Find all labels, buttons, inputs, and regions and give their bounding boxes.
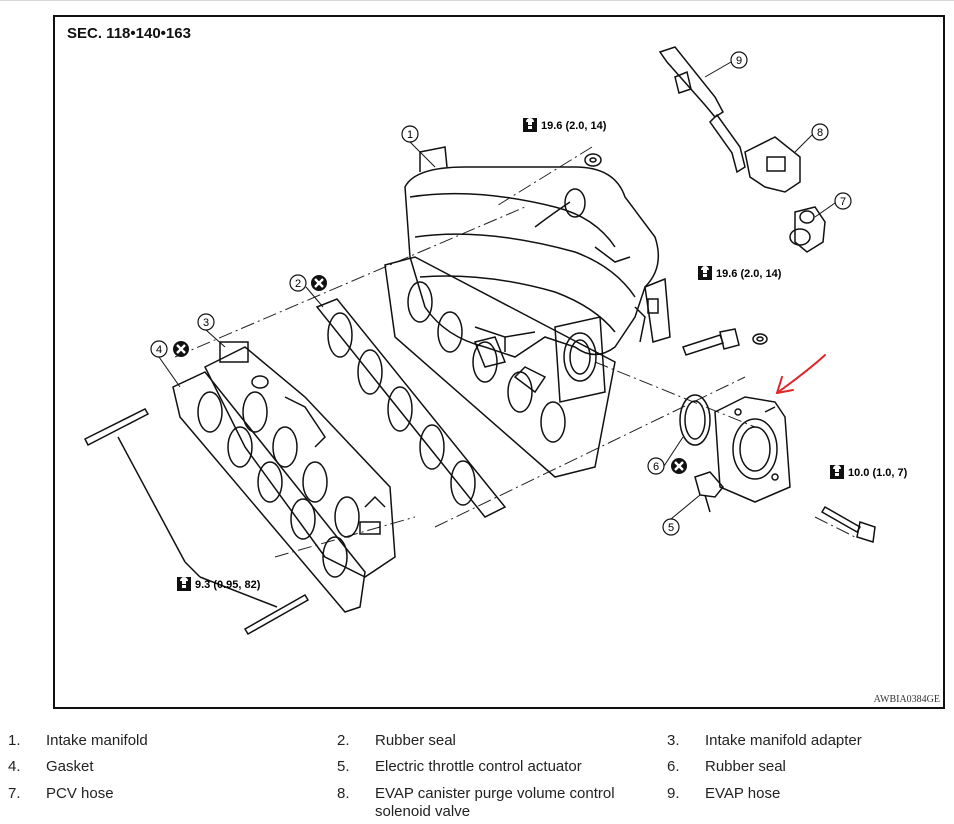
callout-label: 9 (736, 55, 742, 67)
legend-number: 3. (667, 732, 680, 749)
legend-item: 7. PCV hose (8, 785, 114, 803)
callout-2: 2 (289, 274, 307, 292)
legend-label: Gasket (46, 758, 94, 775)
exploded-view-diagram: SEC. 118•140•163 (53, 15, 945, 709)
legend-item: 9. EVAP hose (667, 785, 780, 803)
torque-label-4: 9.3 (0.95, 82) (195, 579, 261, 591)
callout-label: 4 (156, 344, 162, 356)
no-reuse-icon (171, 339, 191, 359)
callout-label: 1 (407, 129, 413, 141)
torque-label-3: 10.0 (1.0, 7) (848, 467, 908, 479)
callout-label: 7 (840, 196, 846, 208)
intake-manifold-drawing (384, 146, 671, 478)
legend-number: 1. (8, 732, 21, 749)
callout-1: 1 (401, 125, 419, 143)
adapter-drawing (203, 341, 396, 578)
top-divider (0, 0, 954, 1)
legend-item: 3. Intake manifold adapter (667, 732, 862, 750)
legend-item: 1. Intake manifold (8, 732, 148, 750)
alignment-lines (174, 146, 856, 558)
rubber-seal-6-drawing (679, 394, 711, 446)
no-reuse-icon (669, 456, 689, 476)
legend-item: 2. Rubber seal (337, 732, 456, 750)
legend-number: 6. (667, 758, 680, 775)
torque-wrench-icon (698, 266, 712, 280)
legend-label: EVAP hose (705, 785, 781, 802)
legend-number: 2. (337, 732, 350, 749)
callout-label: 6 (653, 461, 659, 473)
callouts: 1 2 3 4 5 6 7 8 9 (150, 51, 852, 536)
rubber-seal-2-drawing (315, 298, 507, 518)
legend-label: Rubber seal (705, 758, 786, 775)
torque-wrench-icon (523, 118, 537, 132)
callout-label: 5 (668, 522, 674, 534)
gasket-drawing (172, 371, 366, 613)
torque-label-1: 19.6 (2.0, 14) (541, 120, 607, 132)
legend-item: 5. Electric throttle control actuator (337, 758, 582, 776)
bolt-10-drawing (820, 505, 876, 543)
figure-code: AWBIA0384GE (873, 694, 940, 705)
legend-label: PCV hose (46, 785, 114, 802)
legend-number: 5. (337, 758, 350, 775)
torque-labels: 19.6 (2.0, 14) 19.6 (2.0, 14) 10.0 (1.0,… (177, 118, 908, 591)
throttle-actuator-drawing (694, 396, 791, 513)
no-reuse-icon (309, 273, 329, 293)
legend-label: Intake manifold (46, 732, 148, 749)
evap-parts-drawing (658, 46, 826, 253)
legend-item: 8. EVAP canister purge volume control so… (337, 785, 637, 821)
legend-label: Rubber seal (375, 732, 456, 749)
torque-wrench-icon (830, 465, 844, 479)
legend-item: 6. Rubber seal (667, 758, 786, 776)
legend-number: 8. (337, 785, 350, 802)
studs-drawing (83, 408, 310, 636)
legend-label: EVAP canister purge volume control solen… (375, 785, 615, 820)
legend-number: 4. (8, 758, 21, 775)
callout-label: 8 (817, 127, 823, 139)
bolt-washer-drawing (584, 153, 768, 356)
callout-9: 9 (730, 51, 748, 69)
diagram-drawing: 1 2 3 4 5 6 7 8 9 19.6 (83, 46, 908, 636)
callout-3: 3 (197, 313, 215, 331)
callout-6: 6 (647, 457, 665, 475)
section-title: SEC. 118•140•163 (67, 25, 191, 42)
callout-7: 7 (834, 192, 852, 210)
callout-4: 4 (150, 340, 168, 358)
callout-label: 3 (203, 317, 209, 329)
legend-number: 9. (667, 785, 680, 802)
legend-item: 4. Gasket (8, 758, 94, 776)
legend-number: 7. (8, 785, 21, 802)
callout-5: 5 (662, 518, 680, 536)
torque-label-2: 19.6 (2.0, 14) (716, 268, 782, 280)
legend-label: Electric throttle control actuator (375, 758, 582, 775)
leader-lines (158, 61, 836, 520)
torque-wrench-icon (177, 577, 191, 591)
callout-8: 8 (811, 123, 829, 141)
callout-label: 2 (295, 278, 301, 290)
legend-label: Intake manifold adapter (705, 732, 862, 749)
red-annotation-arrow (776, 354, 826, 394)
